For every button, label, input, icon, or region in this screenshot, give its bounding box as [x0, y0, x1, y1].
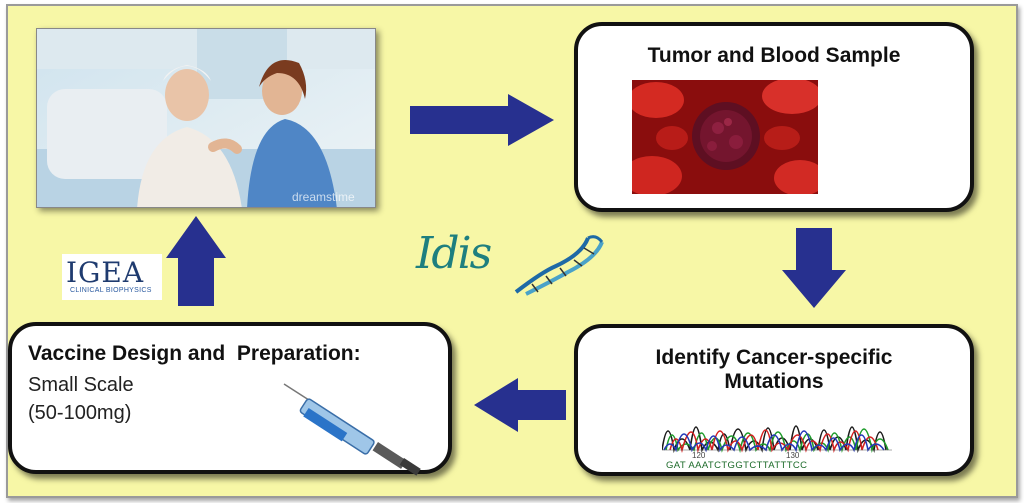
- tumor-box-title: Tumor and Blood Sample: [647, 44, 901, 67]
- blood-cells-image: [632, 80, 818, 194]
- sequence-tick-130: 130: [786, 451, 800, 460]
- igea-logo-subtitle: CLINICAL BIOPHYSICS: [70, 287, 152, 294]
- arrow-up-icon: [166, 216, 226, 306]
- identify-mutations-box: Identify Cancer-specific Mutations 120 1…: [574, 324, 974, 476]
- vaccine-scale-text: Small Scale: [28, 374, 134, 396]
- idis-logo-text: Idis: [416, 228, 492, 279]
- arrow-right-icon: [410, 94, 554, 146]
- mutations-title-line1: Identify Cancer-specific: [655, 346, 893, 369]
- dna-sequence-trace: 120 130 GAT AAATCTGGTCTTATTTCC: [662, 425, 892, 470]
- photo-watermark: dreamstime: [292, 190, 355, 204]
- sequence-bases: GAT AAATCTGGTCTTATTTCC: [666, 460, 807, 470]
- igea-logo: IGEA CLINICAL BIOPHYSICS: [62, 254, 162, 300]
- vaccine-design-box: Vaccine Design and Preparation: Small Sc…: [8, 322, 452, 476]
- idis-logo: Idis: [412, 222, 612, 302]
- mutations-title-line2: Mutations: [724, 370, 824, 393]
- tumor-blood-sample-box: Tumor and Blood Sample: [574, 22, 974, 212]
- sequence-tick-120: 120: [692, 451, 706, 460]
- igea-logo-text: IGEA: [66, 256, 145, 289]
- arrow-left-icon: [474, 378, 566, 432]
- mutations-box-title: Identify Cancer-specific Mutations: [578, 346, 970, 394]
- patient-nurse-photo: dreamstime: [36, 28, 376, 208]
- syringe-icon: [283, 383, 421, 476]
- vaccine-amount-text: (50-100mg): [28, 402, 132, 424]
- arrow-down-icon: [782, 228, 846, 308]
- dna-helix-icon: [514, 235, 604, 296]
- vaccine-box-title: Vaccine Design and Preparation:: [28, 342, 361, 365]
